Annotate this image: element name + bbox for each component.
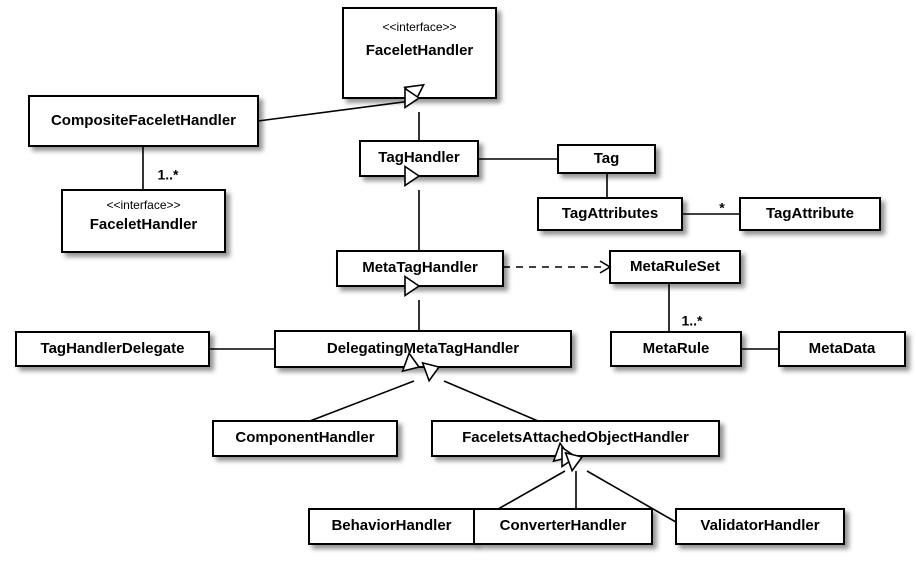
- class-box-meta-tag-handler[interactable]: MetaTagHandler: [336, 250, 504, 287]
- relationship-component-handler-extends-delegating: [309, 380, 415, 422]
- class-name-label: TagAttributes: [562, 205, 658, 222]
- multiplicity-label: *: [719, 200, 725, 216]
- class-box-shape: [778, 331, 906, 367]
- class-name-label: CompositeFaceletHandler: [51, 112, 236, 129]
- class-box-shape: [610, 331, 742, 367]
- class-box-shape: [675, 508, 845, 545]
- inheritance-arrowhead-icon: [404, 164, 421, 188]
- class-box-tag-attribute[interactable]: TagAttribute: [739, 197, 881, 231]
- class-name-label: MetaRule: [643, 340, 710, 357]
- class-box-tag-handler-delegate[interactable]: TagHandlerDelegate: [15, 331, 210, 367]
- class-box-shape: [359, 140, 479, 177]
- class-name-label: TagHandlerDelegate: [41, 340, 185, 357]
- class-name-label: ComponentHandler: [235, 429, 374, 446]
- class-box-shape: [431, 420, 720, 457]
- class-name-label: ValidatorHandler: [700, 517, 819, 534]
- arrowheads-layer: [401, 83, 612, 473]
- class-box-meta-rule-set[interactable]: MetaRuleSet: [609, 250, 741, 284]
- class-name-label: FaceletsAttachedObjectHandler: [462, 429, 689, 446]
- class-box-converter-handler[interactable]: ConverterHandler: [473, 508, 653, 545]
- class-name-label: MetaData: [809, 340, 876, 357]
- class-name-label: TagAttribute: [766, 205, 854, 222]
- class-box-facelets-attached-object-handler[interactable]: FaceletsAttachedObjectHandler: [431, 420, 720, 457]
- class-box-tag[interactable]: Tag: [557, 144, 656, 174]
- class-name-label: MetaTagHandler: [362, 259, 478, 276]
- multiplicity-label: 1..*: [681, 313, 703, 329]
- class-box-shape: [336, 250, 504, 287]
- class-box-component-handler[interactable]: ComponentHandler: [212, 420, 398, 457]
- class-box-composite-facelet-handler[interactable]: CompositeFaceletHandler: [28, 95, 259, 147]
- class-box-shape: [739, 197, 881, 231]
- class-box-shape: [342, 7, 497, 99]
- class-box-behavior-handler[interactable]: BehaviorHandler: [308, 508, 475, 545]
- class-box-shape: [609, 250, 741, 284]
- class-name-label: TagHandler: [378, 149, 460, 166]
- multiplicity-label: 1..*: [157, 167, 179, 183]
- class-box-shape: [61, 189, 226, 253]
- class-name-label: DelegatingMetaTagHandler: [327, 340, 519, 357]
- class-name-label: MetaRuleSet: [630, 258, 720, 275]
- inheritance-arrowhead-icon: [401, 351, 421, 373]
- class-box-meta-rule[interactable]: MetaRule: [610, 331, 742, 367]
- class-box-tag-handler[interactable]: TagHandler: [359, 140, 479, 177]
- class-box-shape: [274, 330, 572, 368]
- class-name-label: FaceletHandler: [366, 42, 474, 59]
- class-stereotype-label: <<interface>>: [382, 20, 456, 34]
- inheritance-arrowhead-icon: [564, 451, 584, 473]
- relationship-facelets-attached-extends-delegating: [443, 380, 539, 422]
- class-box-delegating-meta-tag-handler[interactable]: DelegatingMetaTagHandler: [274, 330, 572, 368]
- class-box-facelet-handler-top[interactable]: <<interface>> FaceletHandler: [342, 7, 497, 99]
- relationship-validator-handler-extends-facelets-attached: [586, 470, 689, 530]
- inheritance-arrowhead-icon: [404, 86, 421, 110]
- class-name-label: FaceletHandler: [90, 216, 198, 233]
- class-box-tag-attributes[interactable]: TagAttributes: [537, 197, 683, 231]
- class-box-shape: [537, 197, 683, 231]
- class-box-shape: [557, 144, 656, 174]
- class-box-validator-handler[interactable]: ValidatorHandler: [675, 508, 845, 545]
- class-box-shape: [28, 95, 259, 147]
- multiplicity-labels-layer: 1..* * 1..*: [157, 167, 725, 329]
- dependency-arrowhead-icon: [599, 260, 612, 274]
- class-box-meta-data[interactable]: MetaData: [778, 331, 906, 367]
- class-box-shape: [308, 508, 475, 545]
- class-box-facelet-handler-lower[interactable]: <<interface>> FaceletHandler: [61, 189, 226, 253]
- class-name-label: ConverterHandler: [500, 517, 627, 534]
- class-box-shape: [15, 331, 210, 367]
- inheritance-arrowhead-icon: [421, 361, 441, 383]
- class-name-label: BehaviorHandler: [331, 517, 451, 534]
- class-box-shape: [212, 420, 398, 457]
- class-name-label: Tag: [594, 150, 620, 167]
- class-stereotype-label: <<interface>>: [106, 198, 180, 212]
- class-box-shape: [473, 508, 653, 545]
- inheritance-arrowhead-icon: [404, 274, 421, 298]
- classes-layer: <<interface>>FaceletHandlerCompositeFace…: [15, 7, 906, 545]
- relationship-composite-implements-facelet-handler: [257, 100, 412, 122]
